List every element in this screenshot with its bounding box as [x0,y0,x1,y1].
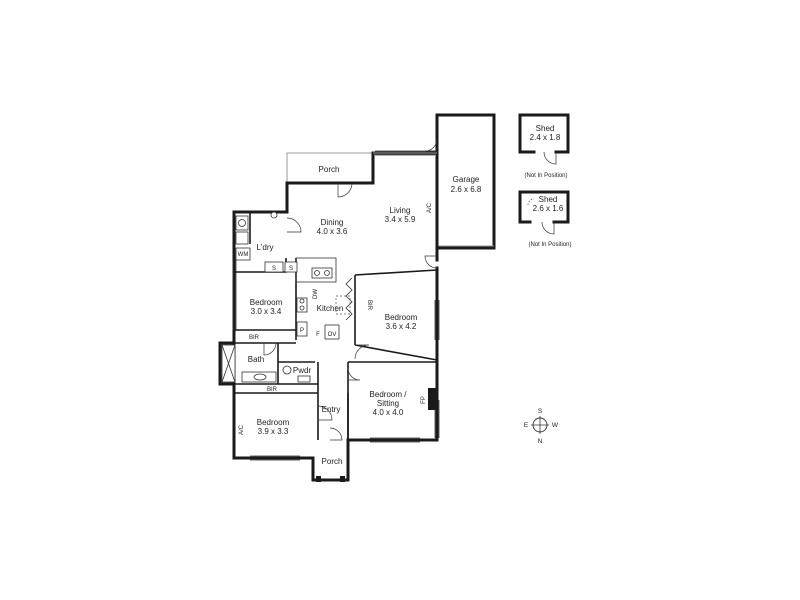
bedroom2-size: 3.6 x 4.2 [386,322,417,331]
compass-s: S [538,408,543,415]
ac-label-garage: A/C [427,202,433,213]
bedroom-sitting-name: Bedroom / [370,390,408,399]
dining-size: 4.0 x 3.6 [317,227,348,236]
laundry-label: L'dry [256,243,273,252]
shed-2: Shed 2.6 x 1.6 (Not In Position) [518,190,572,248]
s2-label: S [289,266,293,272]
living-name: Living [390,206,411,215]
shed1-name: Shed [536,124,555,133]
shed-1: Shed 2.4 x 1.8 (Not In Position) [518,113,570,179]
garage: A/C Garage 2.6 x 6.8 [424,113,496,250]
bir1-label: BIR [249,335,260,341]
bedroom2-name: Bedroom [385,313,418,322]
shed2-note: (Not In Position) [528,242,571,248]
doors [263,182,438,441]
kitchen-label: Kitchen [317,304,344,313]
bir2-label: BIR [366,300,372,311]
bath-label: Bath [248,355,264,364]
compass-e: E [524,422,529,429]
dw-label: DW [313,289,319,299]
shed1-size: 2.4 x 1.8 [530,133,561,142]
entry-label: Entry [322,405,341,414]
p-label: P [300,328,304,334]
bedroom3-name: Bedroom [257,418,290,427]
compass-w: W [552,422,559,429]
compass: S N E W [524,408,559,445]
bedroom1-name: Bedroom [250,298,283,307]
s1-label: S [272,266,276,272]
porch-top: Porch [286,152,373,183]
pwdr-label: Pwdr [293,366,312,375]
fp-label: FP [421,396,427,404]
shed2-size: 2.6 x 1.6 [533,204,564,213]
garage-size: 2.6 x 6.8 [451,185,482,194]
compass-n: N [538,438,543,445]
bedroom1-size: 3.0 x 3.4 [251,307,282,316]
bedroom-sitting-name2: Sitting [377,399,399,408]
ac-label-bedroom: A/C [239,424,245,435]
bedroom3-size: 3.9 x 3.3 [258,427,289,436]
shed2-name: Shed [539,195,558,204]
porch-top-label: Porch [319,165,340,174]
exterior-walls [218,151,439,482]
fixtures [221,211,436,482]
bir3-label: BIR [267,387,278,393]
bedroom-sitting-size: 4.0 x 4.0 [373,408,404,417]
porch-bottom-label: Porch [322,457,343,466]
wm-label: WM [238,252,249,258]
room-labels: Dining 4.0 x 3.6 Living 3.4 x 5.9 L'dry … [238,206,427,466]
f-label: F [316,332,320,338]
ov-label: OV [328,332,337,338]
interior-walls [234,212,438,440]
garage-name: Garage [453,175,480,184]
dining-name: Dining [321,218,344,227]
shed1-note: (Not In Position) [524,173,567,179]
living-size: 3.4 x 5.9 [385,215,416,224]
